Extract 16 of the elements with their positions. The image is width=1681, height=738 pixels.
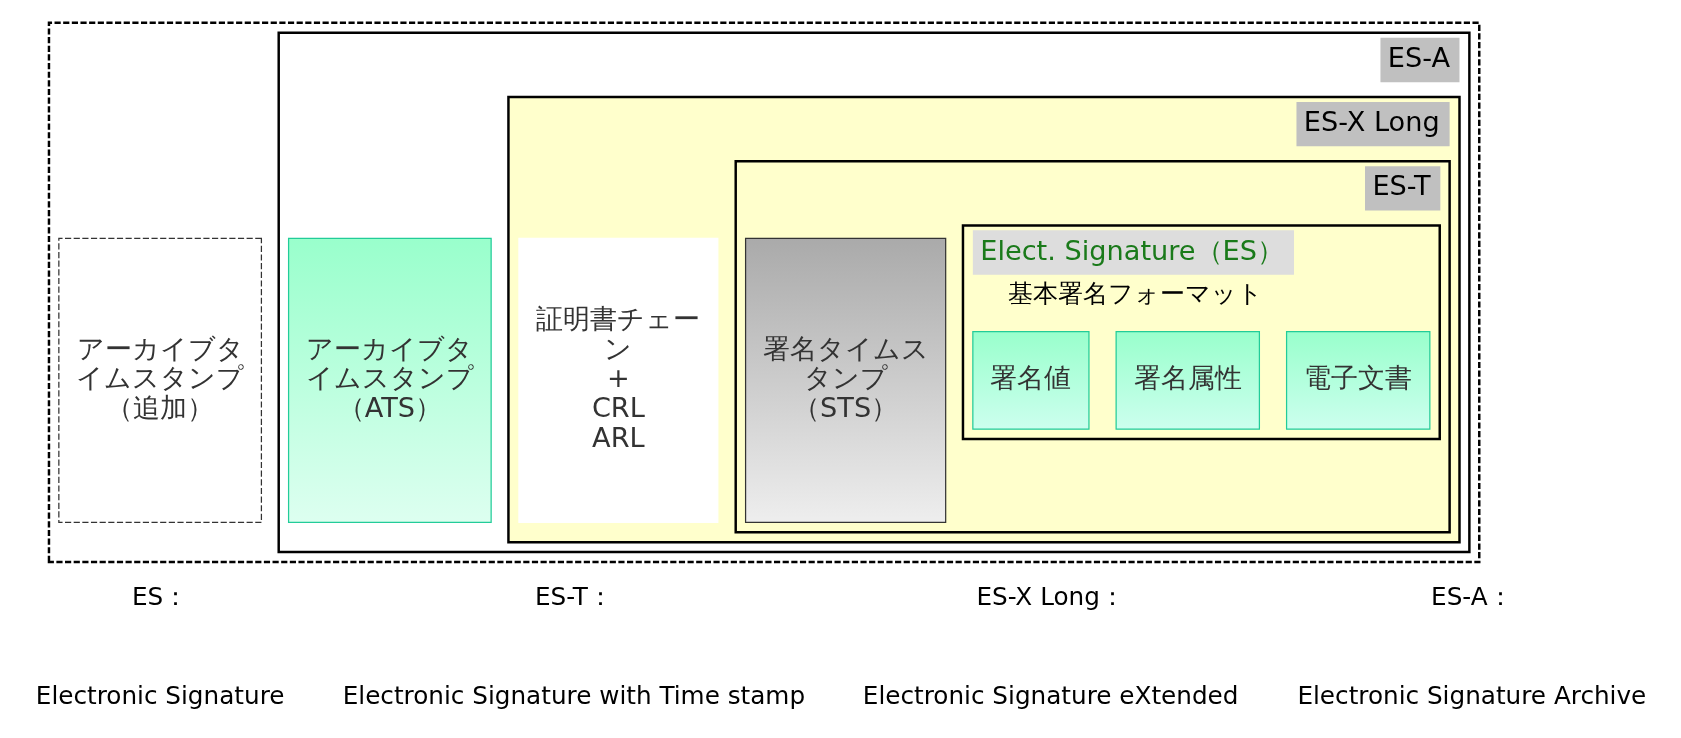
cluster <box>47 21 1480 564</box>
node-box: アーカイブタイムスタンプ（追加） <box>57 237 262 524</box>
label: ES-A： <box>1430 582 1513 612</box>
node-box: 署名属性 <box>1115 331 1260 430</box>
node-box: 証明書チェーン + CRL ARL <box>517 237 718 524</box>
node-box: アーカイブタイムスタンプ（ATS） <box>287 237 492 524</box>
label: ES： <box>131 582 188 612</box>
label: Electronic Signature <box>35 681 284 711</box>
node-box: 電子文書 <box>1285 331 1430 430</box>
node-box: 署名値 <box>971 331 1090 430</box>
label: Electronic Signature with Time stamp <box>342 681 805 711</box>
node-box: 署名タイムスタンプ（STS） <box>744 237 946 524</box>
label: Electronic Signature eXtended <box>862 681 1238 711</box>
label: ES-X Long： <box>975 582 1125 612</box>
label: ES-T： <box>534 582 613 612</box>
label: Electronic Signature Archive <box>1296 681 1646 711</box>
